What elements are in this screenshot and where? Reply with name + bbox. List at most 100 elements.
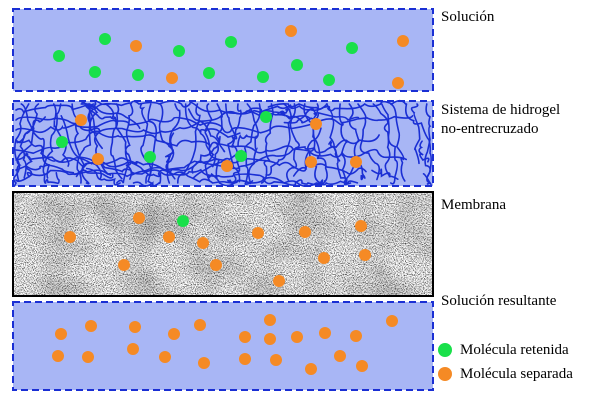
label-solution: Solución bbox=[441, 9, 495, 25]
separated-molecule bbox=[392, 77, 404, 89]
separated-molecule bbox=[85, 320, 97, 332]
separated-molecule bbox=[334, 350, 346, 362]
hydrogel-fiber bbox=[207, 172, 251, 187]
retained-molecule bbox=[235, 150, 247, 162]
separated-molecule bbox=[197, 237, 209, 249]
hydrogel-fiber bbox=[15, 99, 407, 155]
separated-molecule bbox=[252, 227, 264, 239]
separated-molecule bbox=[55, 328, 67, 340]
hydrogel-fiber bbox=[13, 103, 30, 188]
hydrogel-fiber bbox=[422, 173, 432, 186]
legend-retained: Molécula retenida bbox=[438, 340, 569, 360]
separated-molecule bbox=[356, 360, 368, 372]
membrane-panel bbox=[12, 191, 434, 297]
separated-molecule bbox=[130, 40, 142, 52]
separated-molecule bbox=[386, 315, 398, 327]
separated-molecule bbox=[264, 333, 276, 345]
hydrogel-fiber bbox=[418, 140, 430, 163]
label-membrane: Membrana bbox=[441, 197, 506, 213]
hydrogel-fiber bbox=[105, 103, 133, 180]
separated-molecule bbox=[299, 226, 311, 238]
separated-molecule bbox=[52, 350, 64, 362]
hydrogel-fiber bbox=[243, 103, 262, 186]
hydrogel-fiber bbox=[328, 140, 341, 162]
separated-molecule bbox=[221, 160, 233, 172]
hydrogel-fiber-network bbox=[13, 99, 432, 188]
separated-molecule bbox=[264, 314, 276, 326]
separated-molecule bbox=[319, 327, 331, 339]
hydrogel-fiber bbox=[356, 162, 366, 181]
hydrogel-fiber bbox=[15, 100, 360, 124]
separated-molecule bbox=[92, 153, 104, 165]
hydrogel-fiber bbox=[85, 167, 121, 186]
hydrogel-fiber bbox=[267, 102, 328, 112]
separated-molecule bbox=[359, 249, 371, 261]
separated-molecule bbox=[129, 321, 141, 333]
separated-molecule bbox=[159, 351, 171, 363]
hydrogel-fiber bbox=[85, 105, 117, 120]
separated-molecule bbox=[273, 275, 285, 287]
result-panel bbox=[12, 301, 434, 391]
retained-molecule bbox=[225, 36, 237, 48]
retained-molecule bbox=[56, 136, 68, 148]
hydrogel-fiber bbox=[192, 149, 243, 180]
hydrogel-fiber bbox=[225, 103, 241, 183]
separated-molecule bbox=[168, 328, 180, 340]
separated-molecule bbox=[350, 330, 362, 342]
retained-molecule bbox=[89, 66, 101, 78]
hydrogel-fiber bbox=[60, 115, 103, 180]
separated-molecule bbox=[118, 259, 130, 271]
hydrogel-fiber bbox=[15, 115, 414, 134]
hydrogel-fiber bbox=[212, 103, 223, 168]
hydrogel-fiber bbox=[164, 132, 175, 163]
separated-molecule bbox=[166, 72, 178, 84]
hydrogel-fiber bbox=[410, 103, 421, 165]
hydrogel-fiber bbox=[371, 168, 399, 180]
hydrogel-fiber bbox=[16, 127, 35, 182]
legend-separated-label: Molécula separada bbox=[460, 365, 573, 382]
label-hydrogel: Sistema de hidrogel no-entrecruzado bbox=[441, 102, 561, 137]
separated-molecule bbox=[397, 35, 409, 47]
retained-molecule bbox=[144, 151, 156, 163]
hydrogel-fiber bbox=[390, 103, 406, 182]
separated-molecule bbox=[285, 25, 297, 37]
retained-molecule bbox=[99, 33, 111, 45]
hydrogel-fiber bbox=[303, 103, 328, 183]
separated-molecule bbox=[127, 343, 139, 355]
separated-molecule bbox=[350, 156, 362, 168]
hydrogel-fiber bbox=[260, 103, 274, 184]
retained-molecule bbox=[323, 74, 335, 86]
solution-panel bbox=[12, 8, 434, 92]
retained-molecule bbox=[346, 42, 358, 54]
separated-molecule bbox=[291, 331, 303, 343]
retained-molecule bbox=[203, 67, 215, 79]
label-result: Solución resultante bbox=[441, 293, 557, 309]
retained-molecule-swatch bbox=[438, 343, 452, 357]
hydrogel-fiber bbox=[187, 108, 226, 153]
hydrogel-fiber bbox=[88, 100, 111, 133]
hydrogel-fiber bbox=[80, 103, 141, 130]
hydrogel-fiber bbox=[245, 110, 311, 120]
separated-molecule bbox=[239, 353, 251, 365]
retained-molecule bbox=[53, 50, 65, 62]
separated-molecule bbox=[64, 231, 76, 243]
retained-molecule bbox=[173, 45, 185, 57]
separated-molecule bbox=[310, 118, 322, 130]
hydrogel-fiber bbox=[372, 103, 391, 178]
separated-molecule bbox=[305, 363, 317, 375]
hydrogel-fiber bbox=[15, 134, 380, 182]
separated-molecule bbox=[75, 114, 87, 126]
hydrogel-fiber bbox=[116, 103, 134, 184]
retained-molecule bbox=[132, 69, 144, 81]
hydrogel-fiber bbox=[283, 107, 318, 124]
hydrogel-fiber bbox=[237, 134, 258, 147]
separated-molecule bbox=[163, 231, 175, 243]
molecules-layer bbox=[52, 25, 409, 375]
hydrogel-fiber bbox=[25, 152, 33, 178]
separated-molecule-swatch bbox=[438, 367, 452, 381]
hydrogel-fiber bbox=[276, 108, 291, 117]
hydrogel-fiber bbox=[199, 128, 241, 138]
separated-molecule bbox=[210, 259, 222, 271]
separated-molecule bbox=[82, 351, 94, 363]
